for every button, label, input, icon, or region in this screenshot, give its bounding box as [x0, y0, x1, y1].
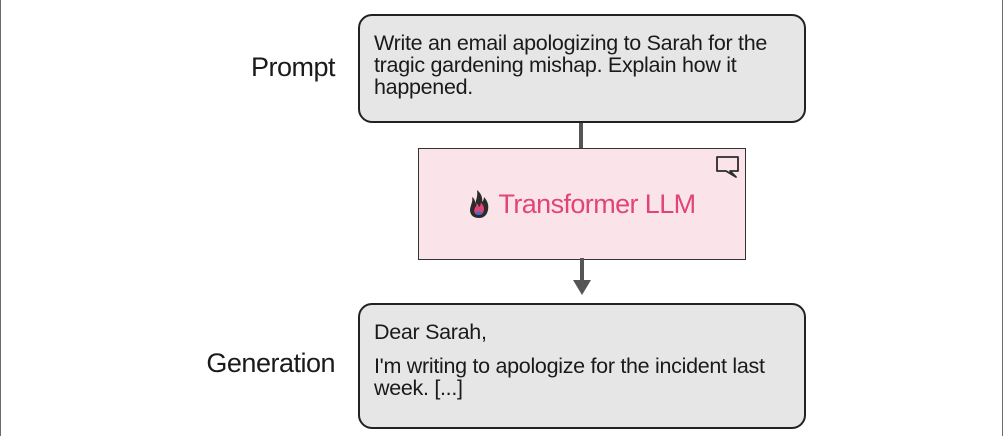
frame-border-left — [0, 0, 1, 436]
generation-greeting: Dear Sarah, — [374, 320, 487, 344]
transformer-llm-title: Transformer LLM — [498, 188, 696, 219]
prompt-to-llm-connector — [579, 123, 583, 148]
generation-body: I'm writing to apologize for the inciden… — [374, 354, 765, 400]
transformer-logo-icon — [468, 189, 490, 219]
generation-label: Generation — [206, 348, 335, 378]
arrow-down-icon — [573, 258, 591, 295]
prompt-label: Prompt — [250, 52, 336, 82]
prompt-box: Write an email apologizing to Sarah for … — [358, 14, 806, 123]
chat-bubble-icon — [715, 155, 741, 184]
generation-box: Dear Sarah, I'm writing to apologize for… — [358, 303, 806, 429]
transformer-llm-box: Transformer LLM — [418, 148, 746, 260]
